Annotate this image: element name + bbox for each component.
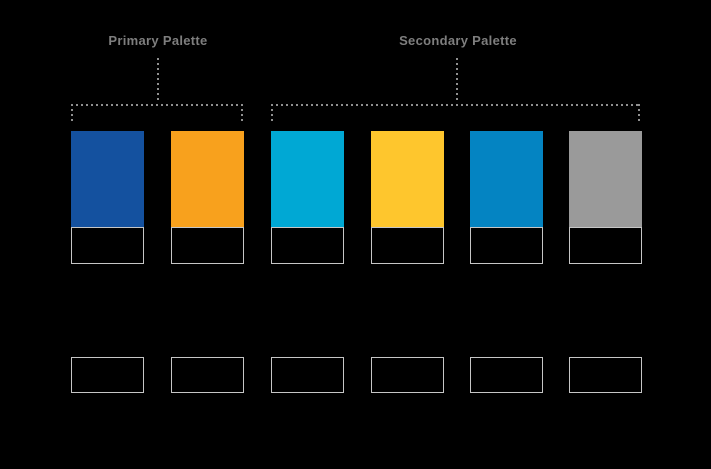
secondary-bracket-left-tick [271,104,273,123]
swatch-column [171,131,244,393]
swatch-column [271,131,344,393]
color-code-box-top [371,227,444,264]
color-code-box-top [71,227,144,264]
color-code-box-top [470,227,543,264]
color-swatch-cyan [271,131,344,227]
primary-bracket-right-tick [241,104,243,123]
color-swatch-dark-blue [71,131,144,227]
color-code-box-bottom [71,357,144,393]
color-code-box-bottom [371,357,444,393]
secondary-palette-label: Secondary Palette [399,33,517,48]
primary-connector-line [157,58,159,103]
color-code-box-bottom [171,357,244,393]
color-code-box-top [271,227,344,264]
color-swatch-blue [470,131,543,227]
primary-bracket-left-tick [71,104,73,123]
color-code-box-bottom [271,357,344,393]
secondary-bracket-right-tick [638,104,640,123]
color-code-box-top [171,227,244,264]
color-swatch-gray [569,131,642,227]
color-code-box-bottom [470,357,543,393]
secondary-group-bracket [271,104,640,106]
secondary-connector-line [456,58,458,103]
color-code-box-top [569,227,642,264]
swatch-column [569,131,642,393]
primary-palette-label: Primary Palette [108,33,208,48]
color-code-box-bottom [569,357,642,393]
swatch-column [71,131,144,393]
swatch-column [371,131,444,393]
color-swatch-yellow [371,131,444,227]
color-swatch-orange [171,131,244,227]
primary-group-bracket [71,104,243,106]
swatch-column [470,131,543,393]
